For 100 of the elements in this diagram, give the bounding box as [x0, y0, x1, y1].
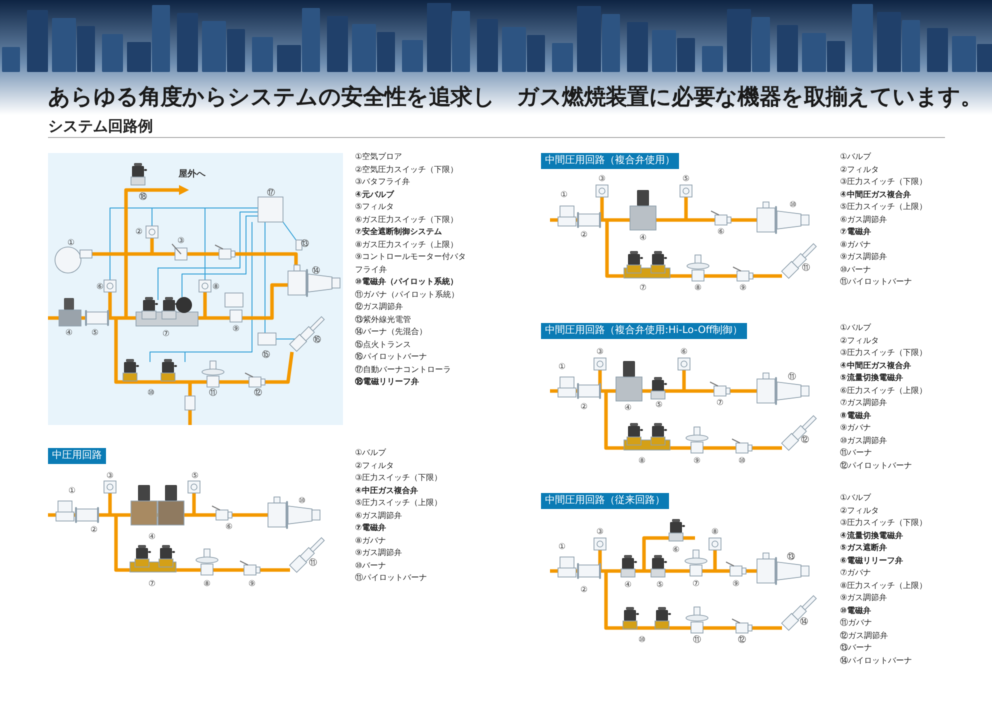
- callout-number: ⑨: [248, 580, 256, 588]
- part-list-item: ⑭バーナ（先混合）: [355, 326, 428, 338]
- callout-number: ⑦: [639, 284, 647, 292]
- part-list-item: ⑯パイロットバーナ: [355, 351, 428, 363]
- callout-number: ⑪: [788, 373, 796, 381]
- callout-number: ⑥: [225, 523, 233, 531]
- part-list-item: ③圧力スイッチ（下限）: [840, 517, 928, 529]
- part-list-item: ⑨ガス調節弁: [355, 547, 404, 559]
- callout-number: ④: [624, 404, 632, 412]
- part-list-item: ③圧力スイッチ（下限）: [355, 472, 444, 484]
- part-list-item: ⑦電磁弁: [355, 522, 387, 534]
- callout-number: ⑥: [680, 348, 688, 356]
- callout-number: ⑯: [313, 336, 321, 344]
- callout-number: ④: [639, 234, 647, 242]
- part-list-item: ⑪バーナ: [840, 447, 873, 459]
- part-list-item: ⑤圧力スイッチ（上限）: [840, 201, 928, 213]
- callout-number: ⑥: [96, 283, 104, 291]
- part-list-item: ⑭パイロットバーナ: [840, 654, 913, 666]
- callout-number: ⑥: [672, 546, 680, 554]
- callout-number: ⑨: [739, 284, 747, 292]
- callout-number: ⑪: [693, 636, 701, 644]
- part-list-item: ⑧ガバナ: [355, 534, 388, 546]
- callout-number: ⑪: [309, 559, 317, 567]
- part-list-item: ⑩ガス調節弁: [840, 434, 888, 446]
- callout-number: ⑬: [301, 240, 309, 248]
- part-list-item: ⑮点火トランス: [355, 338, 412, 350]
- part-list-item: ⑨ガス調節弁: [840, 251, 888, 263]
- part-list-item: ①空気ブロア: [355, 151, 404, 163]
- callout-number: ⑭: [800, 618, 808, 626]
- part-list-item: ④中圧ガス複合弁: [355, 484, 419, 496]
- part-list-item: ⑱電磁リリーフ弁: [355, 376, 420, 388]
- circuit-heading-band: 中圧用回路: [48, 448, 106, 464]
- part-list-item: ①バルブ: [840, 322, 872, 334]
- callout-number: ⑧: [638, 457, 646, 465]
- callout-number: ①: [558, 543, 566, 551]
- callout-number: ⑤: [655, 401, 663, 409]
- part-list-item: ⑩バーナ: [840, 264, 872, 276]
- part-list-item: ⑨ガス調節弁: [840, 592, 888, 604]
- callout-number: ⑧: [212, 283, 220, 291]
- part-list-item: ⑩電磁弁: [840, 604, 872, 616]
- callout-number: ⑦: [692, 580, 700, 588]
- part-list-item: ③圧力スイッチ（下限）: [840, 176, 928, 188]
- callout-number: ⑩: [738, 457, 746, 465]
- part-list-item: ⑬紫外線光電管: [355, 314, 412, 326]
- part-list-item: ⑩バーナ: [355, 560, 388, 572]
- callout-number: ④: [148, 533, 156, 541]
- callout-number: ④: [624, 581, 632, 589]
- callout-number: ③: [106, 472, 114, 480]
- part-list-item: ①バルブ: [840, 492, 872, 504]
- callout-number: ②: [90, 526, 98, 534]
- callout-number: ⑨: [693, 457, 701, 465]
- section-heading: システム回路例: [48, 117, 153, 136]
- callout-number: ②: [580, 586, 588, 594]
- part-list-item: ③圧力スイッチ（下限）: [840, 347, 928, 359]
- callout-number: ⑩: [147, 389, 155, 397]
- part-list-item: ②フィルタ: [355, 460, 396, 472]
- part-list-item: ②フィルタ: [840, 504, 880, 516]
- callout-number: ⑨: [232, 325, 240, 333]
- part-list-item: ⑧電磁弁: [840, 410, 872, 422]
- callout-number: ⑫: [738, 636, 746, 644]
- callout-number: ⑤: [682, 175, 690, 183]
- part-list-item: ④元バルブ: [355, 188, 396, 200]
- callout-number: ⑮: [262, 351, 270, 359]
- callout-number: ⑫: [801, 436, 809, 444]
- callout-number: ②: [135, 228, 143, 236]
- callout-number: ②: [580, 403, 588, 411]
- part-list-item: ⑥ガス調節弁: [840, 214, 888, 226]
- callout-number: ⑪: [802, 264, 810, 272]
- part-list-item: ⑪ガバナ（パイロット系統）: [355, 288, 460, 300]
- part-list-item: ②フィルタ: [840, 164, 880, 176]
- part-list-item: ⑫ガス調節弁: [355, 301, 404, 313]
- callout-number: ①: [560, 191, 568, 199]
- part-list-item: ⑨コントロールモーター付バタフライ弁: [355, 251, 467, 276]
- callout-number: ⑩: [638, 636, 646, 644]
- callout-number: ⑦: [162, 330, 170, 338]
- circuit-heading-band: 中間圧用回路（複合弁使用）: [541, 153, 679, 169]
- callout-number: ⑦: [148, 580, 156, 588]
- circuit-heading-band: 中間圧用回路（従来回路）: [541, 493, 669, 509]
- part-list-item: ③バタフライ弁: [355, 176, 412, 188]
- part-list-item: ⑨ガバナ: [840, 422, 872, 434]
- callout-number: ⑫: [254, 389, 262, 397]
- part-list-item: ⑰自動バーナコントローラ: [355, 364, 452, 376]
- callout-number: ③: [596, 528, 604, 536]
- part-list-item: ⑦安全遮断制御システム: [355, 226, 443, 238]
- part-list-item: ⑥電磁リリーフ弁: [840, 554, 904, 566]
- callout-number: ⑭: [312, 267, 320, 275]
- part-list-item: ⑧圧力スイッチ（上限）: [840, 580, 928, 592]
- part-list-item: ⑥ガス調節弁: [355, 510, 404, 522]
- part-list-item: ⑤圧力スイッチ（上限）: [355, 497, 444, 509]
- callout-number: ⑰: [267, 189, 275, 197]
- part-list-item: ②空気圧力スイッチ（下限）: [355, 164, 460, 176]
- part-list-item: ⑥圧力スイッチ（上限）: [840, 384, 928, 396]
- part-list-item: ⑧ガバナ: [840, 238, 872, 250]
- callout-number: ③: [598, 175, 606, 183]
- callout-number: ⑨: [732, 580, 740, 588]
- callout-number: ⑧: [203, 580, 211, 588]
- outlet-label: 屋外へ: [178, 170, 206, 180]
- part-list-item: ⑩電磁弁（パイロット系統）: [355, 276, 459, 288]
- part-list-item: ⑧ガス圧力スイッチ（上限）: [355, 238, 460, 250]
- callout-number: ⑦: [716, 399, 724, 407]
